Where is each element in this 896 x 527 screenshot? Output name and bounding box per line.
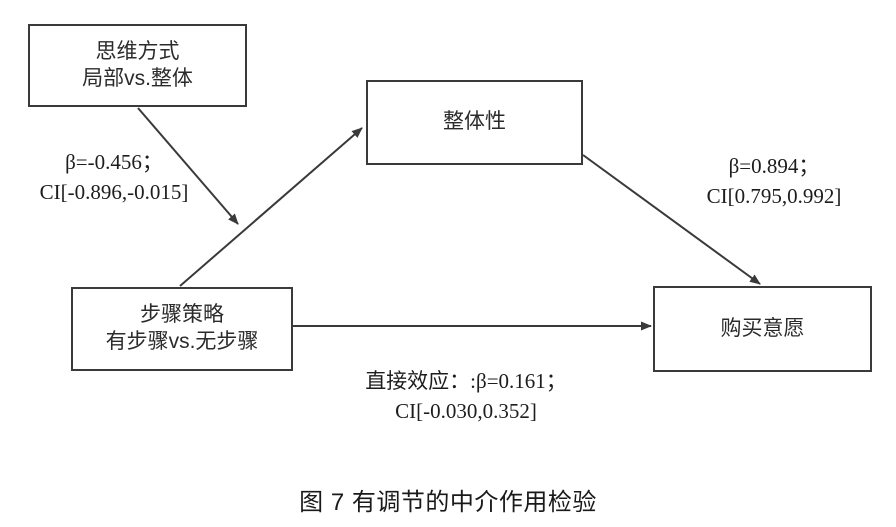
edge-label-path-b: β=0.894； CI[0.795,0.992]	[664, 152, 884, 212]
node-step-strategy-line2: 有步骤vs.无步骤	[105, 330, 259, 353]
node-thinking-style-line2: 局部vs.整体	[82, 66, 193, 90]
edge-label-moderation-beta: β=-0.456；	[65, 150, 163, 174]
edge-label-path-b-beta: β=0.894；	[728, 154, 820, 178]
node-purchase-intention-line1: 购买意愿	[720, 316, 805, 340]
edge-label-moderation-ci: CI[-0.896,-0.015]	[39, 179, 189, 204]
node-step-strategy-line1: 步骤策略	[140, 303, 224, 327]
node-thinking-style-line1: 思维方式	[95, 39, 180, 63]
node-holistic-line1: 整体性	[443, 110, 506, 134]
edge-label-direct-effect: 直接效应：:β=0.161； CI[-0.030,0.352]	[318, 367, 614, 427]
node-step-strategy: 步骤策略 有步骤vs.无步骤	[71, 287, 293, 371]
node-purchase-intention: 购买意愿	[653, 286, 872, 372]
node-holistic: 整体性	[366, 80, 583, 165]
edge-label-direct-effect-beta: 直接效应：:β=0.161；	[365, 369, 567, 393]
edge-label-moderation: β=-0.456； CI[-0.896,-0.015]	[8, 148, 220, 208]
figure-caption: 图 7 有调节的中介作用检验	[299, 489, 597, 516]
node-thinking-style: 思维方式 局部vs.整体	[28, 24, 247, 107]
edge-label-direct-effect-ci: CI[-0.030,0.352]	[395, 398, 537, 423]
edge-label-path-b-ci: CI[0.795,0.992]	[706, 183, 842, 208]
